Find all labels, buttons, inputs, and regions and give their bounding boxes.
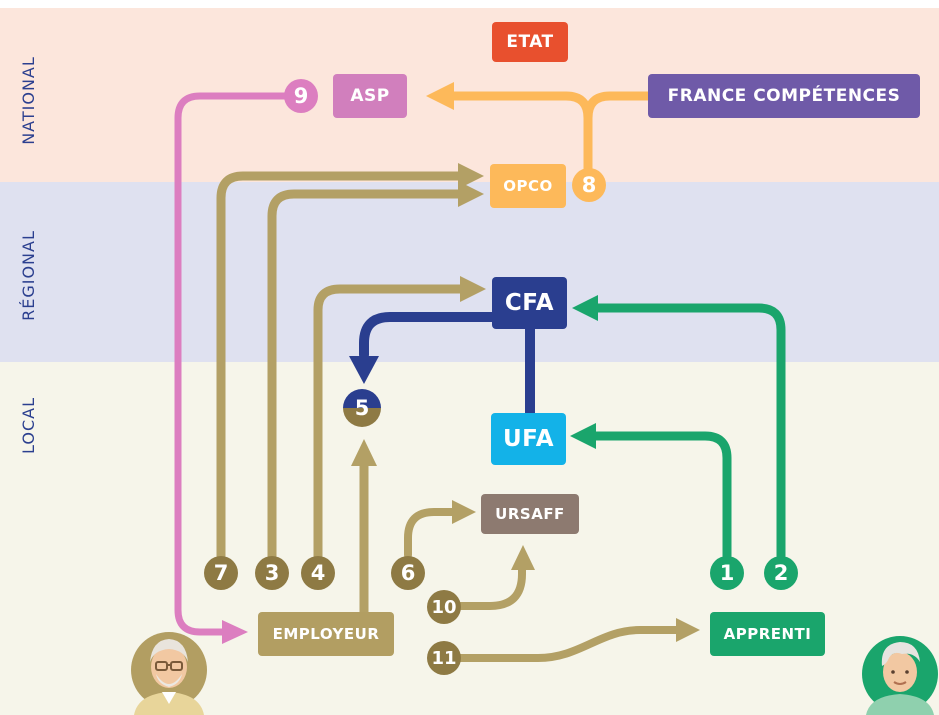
arrow-step2-to-cfa	[593, 303, 786, 561]
step-6-badge: 6	[391, 556, 425, 590]
arrow-step4-to-cfa	[313, 284, 465, 561]
france-competences-box: FRANCE COMPÉTENCES	[648, 74, 920, 118]
arrow-head-ufa	[570, 423, 596, 449]
arrow-head-cfa-2	[572, 295, 598, 321]
etat-label: ETAT	[506, 32, 554, 52]
arrow-step1-to-ufa	[589, 431, 732, 561]
arrow-head-opco-7	[458, 163, 484, 189]
arrow-head-apprenti	[676, 618, 700, 642]
arrow-step7-to-opco	[216, 171, 463, 561]
france-competences-label: FRANCE COMPÉTENCES	[667, 86, 901, 106]
arrow-step3-to-opco	[267, 189, 463, 561]
arrow-cfa-to-step5	[359, 312, 497, 360]
ufa-box: UFA	[491, 413, 566, 465]
step-11-badge: 11	[427, 641, 461, 675]
arrow-head-asp	[426, 82, 454, 110]
arrow-step11-to-apprenti	[456, 626, 680, 662]
arrow-france-competences-to-asp-left	[447, 91, 593, 175]
asp-label: ASP	[350, 86, 390, 106]
step-2-badge: 2	[764, 556, 798, 590]
opco-box: OPCO	[490, 164, 566, 208]
young-man-avatar	[862, 636, 938, 715]
arrow-head-cfa-4	[460, 276, 486, 302]
arrow-head-ursaff-6	[452, 500, 476, 524]
step-3-badge: 3	[255, 556, 289, 590]
arrow-step6-to-ursaff	[404, 508, 456, 559]
arrow-step10-to-ursaff	[456, 564, 526, 610]
apprenti-label: APPRENTI	[723, 625, 812, 643]
apprenti-box: APPRENTI	[710, 612, 825, 656]
cfa-box: CFA	[492, 277, 567, 329]
etat-box: ETAT	[492, 22, 568, 62]
ursaff-box: URSAFF	[481, 494, 579, 534]
step-4-badge: 4	[301, 556, 335, 590]
ursaff-label: URSAFF	[495, 505, 565, 523]
arrow-france-competences-to-asp	[583, 91, 653, 175]
arrow-head-employeur	[222, 620, 248, 644]
step-8-badge: 8	[572, 168, 606, 202]
step-10-badge: 10	[427, 590, 461, 624]
step-5-badge: 5	[343, 389, 381, 427]
employeur-box: EMPLOYEUR	[258, 612, 394, 656]
opco-label: OPCO	[503, 177, 553, 195]
step-9-badge: 9	[284, 79, 318, 113]
step-1-badge: 1	[710, 556, 744, 590]
cfa-label: CFA	[504, 290, 555, 316]
arrow-asp-to-employeur	[174, 92, 289, 636]
arrow-head-ursaff-10	[511, 545, 535, 570]
arrow-head-opco-3	[458, 181, 484, 207]
arrow-head-step5-up	[351, 439, 377, 466]
step-7-badge: 7	[204, 556, 238, 590]
asp-box: ASP	[333, 74, 407, 118]
ufa-label: UFA	[502, 426, 555, 452]
arrow-head-step5	[349, 356, 379, 384]
employeur-label: EMPLOYEUR	[272, 625, 380, 643]
older-man-glasses-avatar	[131, 632, 207, 715]
